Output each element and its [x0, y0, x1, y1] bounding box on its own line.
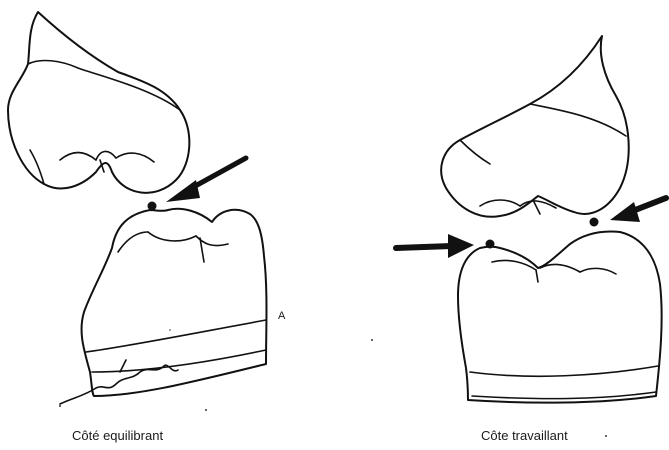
upper-tooth-left	[8, 12, 189, 193]
arrow-pointer-right-inbound	[396, 234, 474, 258]
upper-tooth-right	[441, 36, 629, 217]
lower-tooth-right	[458, 232, 662, 403]
arrow-pointer-right-outbound	[610, 198, 666, 222]
arrow-pointer-left	[166, 158, 246, 202]
artist-signature	[60, 360, 178, 404]
contact-point-dot-right-buccal	[590, 218, 599, 227]
lower-tooth-left	[82, 209, 267, 396]
contact-point-dot-right-lingual	[486, 240, 495, 249]
panel-label: A	[278, 310, 285, 322]
scan-speckles	[59, 329, 607, 437]
working-side-illustration	[396, 36, 666, 403]
caption-balancing-side: Côté equilibrant	[72, 428, 163, 443]
contact-point-dot-left	[148, 202, 157, 211]
balancing-side-illustration	[8, 12, 267, 404]
caption-working-side: Côte travaillant	[481, 428, 568, 443]
